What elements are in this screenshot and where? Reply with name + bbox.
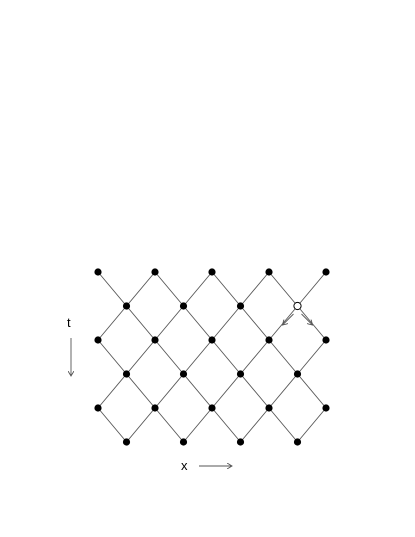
lattice-node bbox=[122, 438, 131, 446]
lattice-node bbox=[179, 370, 188, 378]
lattice-node bbox=[208, 268, 216, 276]
lattice-node bbox=[151, 336, 159, 344]
lattice-node bbox=[122, 302, 131, 310]
lattice-edge bbox=[240, 305, 270, 341]
lattice-edge bbox=[240, 407, 270, 443]
lattice-edge bbox=[154, 373, 184, 409]
lattice-edge bbox=[211, 305, 241, 341]
lattice-edge bbox=[97, 339, 127, 375]
lattice-edge bbox=[183, 407, 213, 443]
lattice-node bbox=[265, 336, 273, 344]
lattice-edge bbox=[97, 271, 127, 307]
lattice-node bbox=[236, 302, 245, 310]
lattice-node bbox=[293, 370, 302, 378]
lattice-node bbox=[179, 302, 188, 310]
lattice-node bbox=[236, 438, 245, 446]
lattice-edge bbox=[97, 407, 127, 443]
lattice-node bbox=[265, 404, 273, 412]
lattice-edge bbox=[268, 339, 298, 375]
lattice-edge bbox=[154, 407, 184, 443]
lattice-edge bbox=[297, 373, 327, 409]
lattice-edge bbox=[211, 339, 241, 375]
lattice-node bbox=[94, 336, 102, 344]
lattice-edge bbox=[297, 271, 327, 307]
lattice-edge bbox=[154, 339, 184, 375]
lattice-edges bbox=[97, 271, 327, 443]
lattice-node bbox=[151, 268, 159, 276]
branch-arrow-right bbox=[301, 313, 313, 325]
lattice-edge bbox=[297, 407, 327, 443]
lattice-edge bbox=[211, 271, 241, 307]
lattice-edge bbox=[183, 373, 213, 409]
lattice-node bbox=[94, 404, 102, 412]
lattice-edge bbox=[240, 271, 270, 307]
lattice-edge bbox=[126, 339, 156, 375]
lattice-edge bbox=[297, 339, 327, 375]
lattice-edge bbox=[126, 373, 156, 409]
lattice-node bbox=[208, 336, 216, 344]
lattice-edge bbox=[126, 305, 156, 341]
lattice-node bbox=[236, 370, 245, 378]
lattice-edge bbox=[240, 373, 270, 409]
lattice-node bbox=[322, 336, 330, 344]
branch-arrow-left bbox=[283, 313, 294, 325]
lattice-edge bbox=[97, 373, 127, 409]
x-axis-label: x bbox=[181, 458, 188, 473]
lattice-edge bbox=[126, 407, 156, 443]
lattice-edge bbox=[268, 373, 298, 409]
lattice-node bbox=[208, 404, 216, 412]
lattice-node bbox=[122, 370, 131, 378]
lattice-edge bbox=[154, 305, 184, 341]
lattice-node bbox=[322, 404, 330, 412]
lattice-node bbox=[322, 268, 330, 276]
lattice-node-open bbox=[293, 301, 302, 311]
lattice-edge bbox=[97, 305, 127, 341]
lattice-node bbox=[293, 438, 302, 446]
lattice-edge bbox=[183, 271, 213, 307]
lattice-edge bbox=[126, 271, 156, 307]
t-axis-label: t bbox=[67, 315, 71, 330]
lattice-edge bbox=[268, 407, 298, 443]
lattice-node bbox=[94, 268, 102, 276]
lattice-node bbox=[151, 404, 159, 412]
lattice-edge bbox=[211, 373, 241, 409]
lattice-edge bbox=[154, 271, 184, 307]
lattice-edge bbox=[211, 407, 241, 443]
lattice-node bbox=[179, 438, 188, 446]
lattice-edge bbox=[297, 305, 327, 341]
lattice-edge bbox=[240, 339, 270, 375]
lattice-edge bbox=[268, 271, 298, 307]
branch-arrows bbox=[283, 313, 313, 325]
lattice-edge bbox=[183, 305, 213, 341]
lattice-nodes bbox=[94, 268, 330, 446]
lattice-edge bbox=[183, 339, 213, 375]
lattice-edge bbox=[268, 305, 298, 341]
lattice-node bbox=[265, 268, 273, 276]
